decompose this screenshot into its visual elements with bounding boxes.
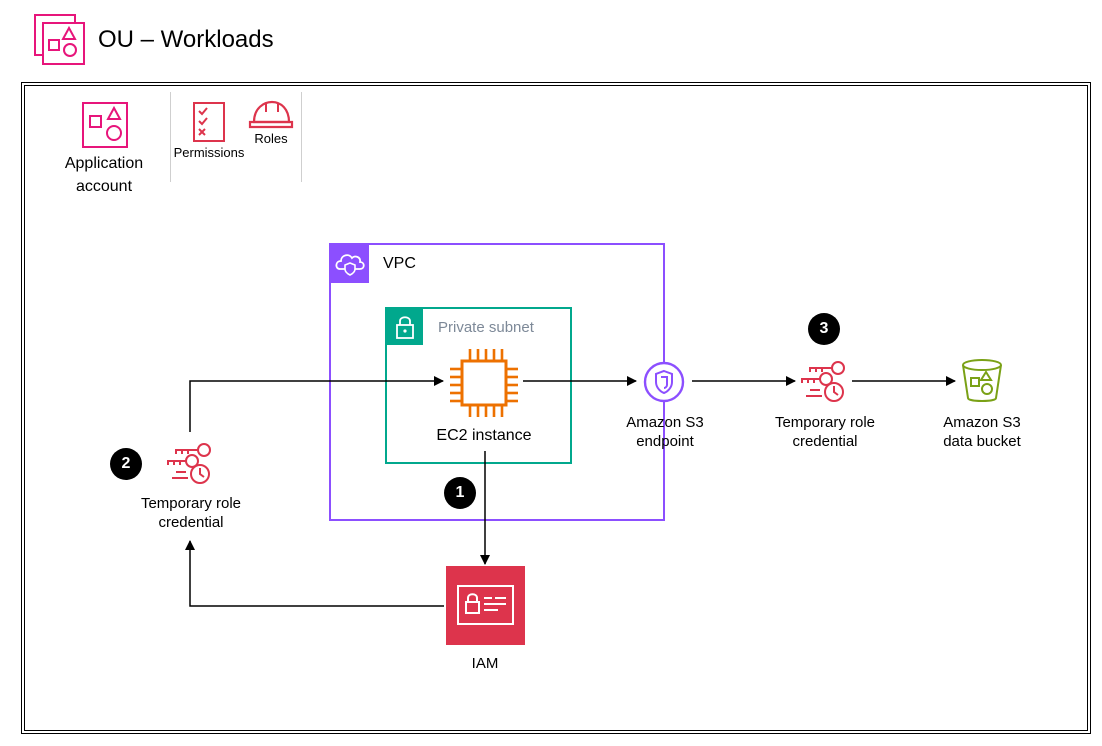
divider <box>170 92 171 182</box>
cred-right-label-line1: Temporary role <box>774 414 876 431</box>
cred-left-label-line2: credential <box>158 514 224 531</box>
account-label-line2: account <box>75 178 133 195</box>
cred-left-label: Temporary role credential <box>126 494 256 532</box>
arrow-iam-to-cred <box>185 540 444 607</box>
organizational-unit-icon <box>34 14 86 66</box>
account-label: Application account <box>50 152 158 198</box>
account-label-line1: Application <box>64 155 144 172</box>
endpoint-icon <box>642 360 686 404</box>
private-subnet-group <box>385 307 572 464</box>
step-3-badge: 3 <box>808 313 840 345</box>
s3-bucket-label: Amazon S3 data bucket <box>918 413 1046 451</box>
s3-bucket-label-line1: Amazon S3 <box>943 414 1021 431</box>
step-2-badge: 2 <box>110 448 142 480</box>
hard-hat-icon <box>248 100 294 130</box>
vpc-cloud-shield-icon <box>331 245 369 283</box>
temporary-credential-icon <box>166 442 214 486</box>
iam-badge-icon <box>446 566 525 645</box>
roles-label: Roles <box>254 131 288 146</box>
application-account-icon <box>82 102 128 148</box>
cred-right-label: Temporary role credential <box>760 413 890 451</box>
checklist-icon <box>193 102 225 142</box>
s3-endpoint-label: Amazon S3 endpoint <box>606 413 724 451</box>
s3-bucket-label-line2: data bucket <box>943 433 1021 450</box>
step-1-badge: 1 <box>444 477 476 509</box>
s3-endpoint-label-line1: Amazon S3 <box>626 414 704 431</box>
lock-icon <box>387 309 423 345</box>
s3-endpoint-label-line2: endpoint <box>636 433 694 450</box>
chip-icon <box>448 347 520 419</box>
ec2-label: EC2 instance <box>436 427 532 444</box>
arrow-cred-to-ec2 <box>189 376 444 432</box>
page-title: OU – Workloads <box>98 26 274 53</box>
vpc-label: VPC <box>383 255 416 272</box>
subnet-label: Private subnet <box>438 319 534 336</box>
divider <box>301 92 302 182</box>
cred-right-label-line2: credential <box>792 433 858 450</box>
cred-left-label-line1: Temporary role <box>140 495 242 512</box>
bucket-icon <box>960 358 1004 404</box>
iam-label: IAM <box>471 655 499 672</box>
workloads-ou-frame <box>21 82 1091 734</box>
temporary-credential-icon <box>800 360 848 404</box>
permissions-label: Permissions <box>173 145 245 160</box>
